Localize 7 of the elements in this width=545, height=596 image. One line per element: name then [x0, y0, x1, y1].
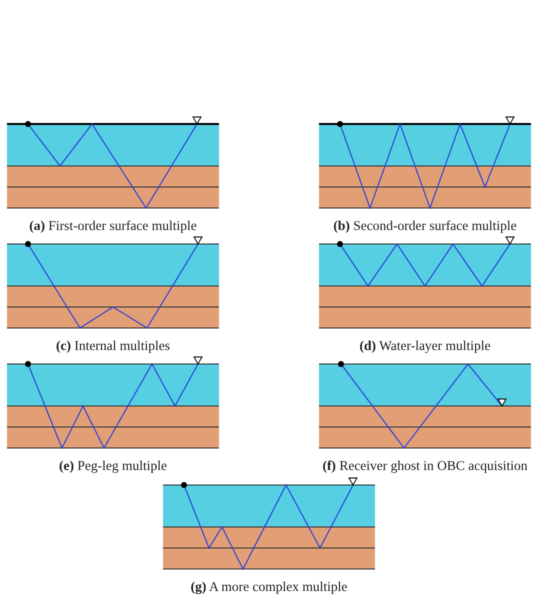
figure-caption: (a) First-order surface multiple	[29, 218, 197, 234]
figure-caption: (g) A more complex multiple	[190, 579, 348, 595]
figure-caption: (d) Water-layer multiple	[359, 338, 491, 354]
figure-caption: (b) Second-order surface multiple	[333, 218, 517, 234]
figure-caption: (c) Internal multiples	[56, 338, 170, 354]
figure-caption: (e) Peg-leg multiple	[59, 458, 167, 474]
figure-caption: (f) Receiver ghost in OBC acquisition	[322, 458, 528, 474]
